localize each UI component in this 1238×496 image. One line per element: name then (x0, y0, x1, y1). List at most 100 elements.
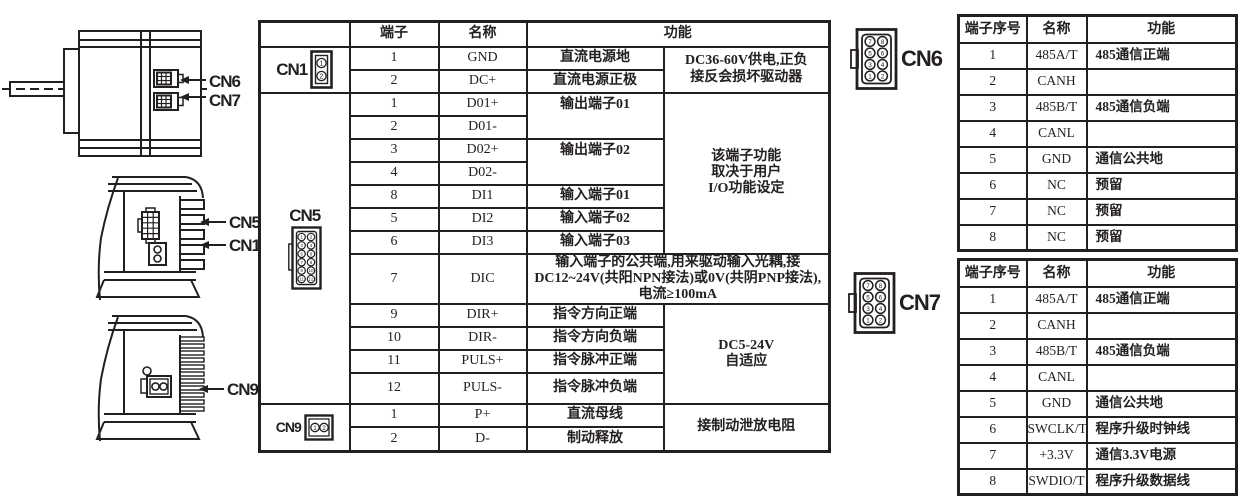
cn1-pointer-arrow (200, 241, 226, 249)
name-cell: D02- (437, 160, 528, 186)
terminal-cell: 2 (348, 114, 440, 140)
heatsink-fins (179, 336, 205, 412)
name-cell: P+ (437, 402, 528, 428)
name-cell: DI2 (437, 206, 528, 232)
name-cell: DC+ (437, 68, 528, 94)
name-cell: DI3 (437, 229, 528, 255)
svg-text:3: 3 (300, 243, 303, 248)
name-cell: DIR- (437, 325, 528, 351)
pin-digit: 2 (322, 425, 326, 432)
function-cell: 指令方向正端 (525, 302, 665, 328)
col-header-terminal-no: 端子序号 (957, 258, 1028, 288)
break-line (97, 177, 119, 301)
terminal-cell: 3 (348, 137, 440, 163)
name-cell: PULS- (437, 371, 528, 405)
function-cell: 制动释放 (525, 425, 665, 453)
function-cell: 直流电源地 (525, 45, 665, 71)
svg-text:2: 2 (309, 235, 312, 240)
cn6-connector-shape (153, 69, 184, 88)
cn9-table-label: CN9 (275, 419, 302, 436)
connector-cell-cn9: CN9 1 2 (258, 402, 351, 453)
terminal-cell: 4 (348, 160, 440, 186)
terminal-cell: 11 (348, 348, 440, 374)
svg-text:11: 11 (299, 277, 304, 282)
col-header-terminal: 端子 (348, 20, 440, 48)
cn9-connector-shape (140, 375, 172, 398)
motor-side-view (2, 30, 208, 157)
cn1-2pin-icon: 1 2 (310, 50, 334, 89)
function-cell: 输入端子02 (525, 206, 665, 232)
function-cell: 指令脉冲负端 (525, 371, 665, 405)
col-header-terminal-no: 端子序号 (957, 14, 1028, 44)
cn1-connector-shape (148, 242, 167, 266)
svg-text:4: 4 (879, 306, 883, 313)
col-header-name: 名称 (1025, 14, 1088, 44)
motor-drawings: CN6 CN7 (2, 30, 258, 442)
function-cell: 输入端子03 (525, 229, 665, 255)
terminal-cell: 1 (348, 91, 440, 117)
cn1-diagram-label: CN1 (229, 236, 258, 255)
svg-text:6: 6 (881, 50, 885, 57)
svg-text:5: 5 (300, 252, 303, 257)
col-header-function: 功能 (1085, 258, 1238, 288)
cn9-2pin-icon: 1 2 (304, 414, 334, 441)
cn9-diagram-label: CN9 (227, 380, 258, 399)
svg-text:7: 7 (868, 39, 872, 46)
svg-text:2: 2 (881, 73, 885, 80)
function-cell: 输入端子01 (525, 183, 665, 209)
terminal-cell: 5 (348, 206, 440, 232)
terminal-cell: 7 (348, 252, 440, 305)
cn5-pointer-arrow (200, 218, 226, 226)
function-cell: 指令方向负端 (525, 325, 665, 351)
cn1-group-note: DC36-60V供电,正负 接反会损坏驱动器 (662, 45, 831, 94)
cn7-pointer-arrow (180, 93, 206, 101)
connector-cell-cn1: CN1 1 2 (258, 45, 351, 94)
cn9-group-note: 接制动泄放电阻 (662, 402, 831, 453)
main-pinout-table: 端子 名称 功能 CN1 1 2 1 G (258, 20, 831, 454)
pin-digit: 1 (320, 60, 324, 67)
svg-text:8: 8 (881, 39, 885, 46)
cn6-diagram-label: CN6 (209, 72, 241, 91)
name-cell: PULS+ (437, 348, 528, 374)
name-cell: D02+ (437, 137, 528, 163)
col-header-function: 功能 (1085, 14, 1238, 44)
function-cell: 直流母线 (525, 402, 665, 428)
svg-text:6: 6 (879, 294, 883, 301)
svg-text:10: 10 (308, 269, 314, 274)
cn5-diagram-label: CN5 (229, 213, 258, 232)
name-cell: D01+ (437, 91, 528, 117)
cn1-table-label: CN1 (276, 59, 308, 79)
terminal-cell: 1 (348, 402, 440, 428)
corner-cell (258, 20, 351, 48)
function-cell: 指令脉冲正端 (525, 348, 665, 374)
svg-text:3: 3 (866, 306, 870, 313)
cn9-pointer-arrow (199, 385, 224, 393)
terminal-cell: 12 (348, 371, 440, 405)
col-header-name: 名称 (1025, 258, 1088, 288)
svg-text:1: 1 (300, 235, 303, 240)
pin-digit: 2 (320, 73, 324, 80)
terminal-cell: 1 (348, 45, 440, 71)
name-cell: D01- (437, 114, 528, 140)
name-cell: DIR+ (437, 302, 528, 328)
name-cell: D- (437, 425, 528, 453)
motor-rear-view-cn9 (95, 315, 205, 442)
motor-rear-view-cn5 (95, 176, 205, 301)
